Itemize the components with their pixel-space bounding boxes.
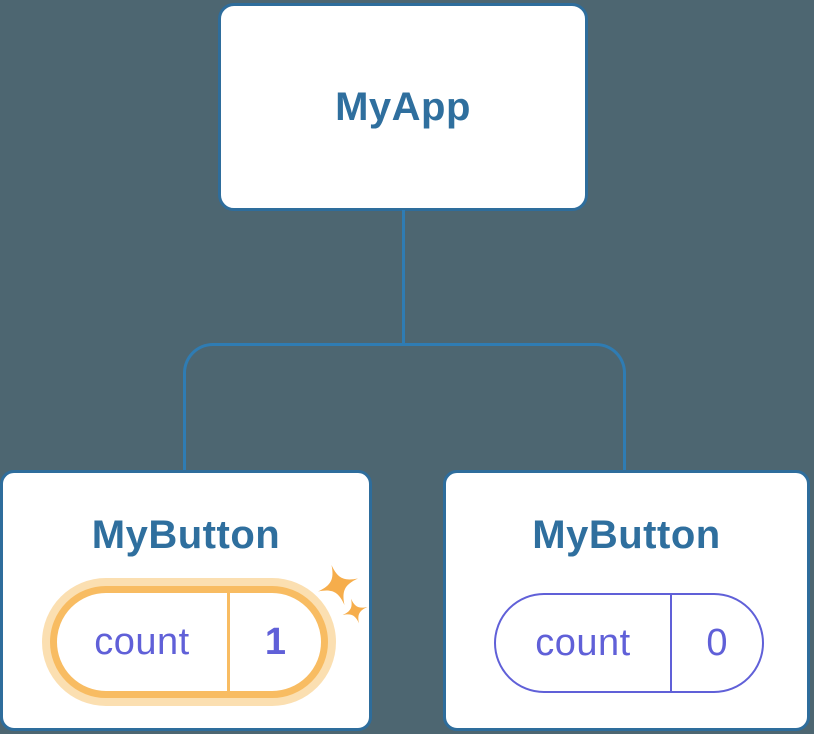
state-name-label: count xyxy=(535,621,631,664)
state-name-label: count xyxy=(94,620,190,663)
state-value: 1 xyxy=(264,620,287,663)
component-card-root: MyApp xyxy=(218,3,588,211)
component-card-mybutton-1: MyButton count 1 xyxy=(0,470,372,731)
component-card-mybutton-2: MyButton count 0 xyxy=(443,470,810,731)
tree-connector-stem xyxy=(402,210,405,345)
state-pill-divider xyxy=(670,595,672,691)
state-pill-highlighted: count 1 xyxy=(50,586,328,698)
state-value: 0 xyxy=(706,621,728,664)
state-pill: count 0 xyxy=(494,593,764,693)
component-name-mybutton-2: MyButton xyxy=(532,513,721,557)
sparkle-large-icon xyxy=(318,565,358,605)
component-name-root: MyApp xyxy=(335,84,471,129)
sparkle-small-icon xyxy=(342,598,368,624)
state-pill-divider xyxy=(227,593,230,691)
component-name-mybutton-1: MyButton xyxy=(91,513,281,557)
tree-connector-bracket xyxy=(183,343,626,471)
